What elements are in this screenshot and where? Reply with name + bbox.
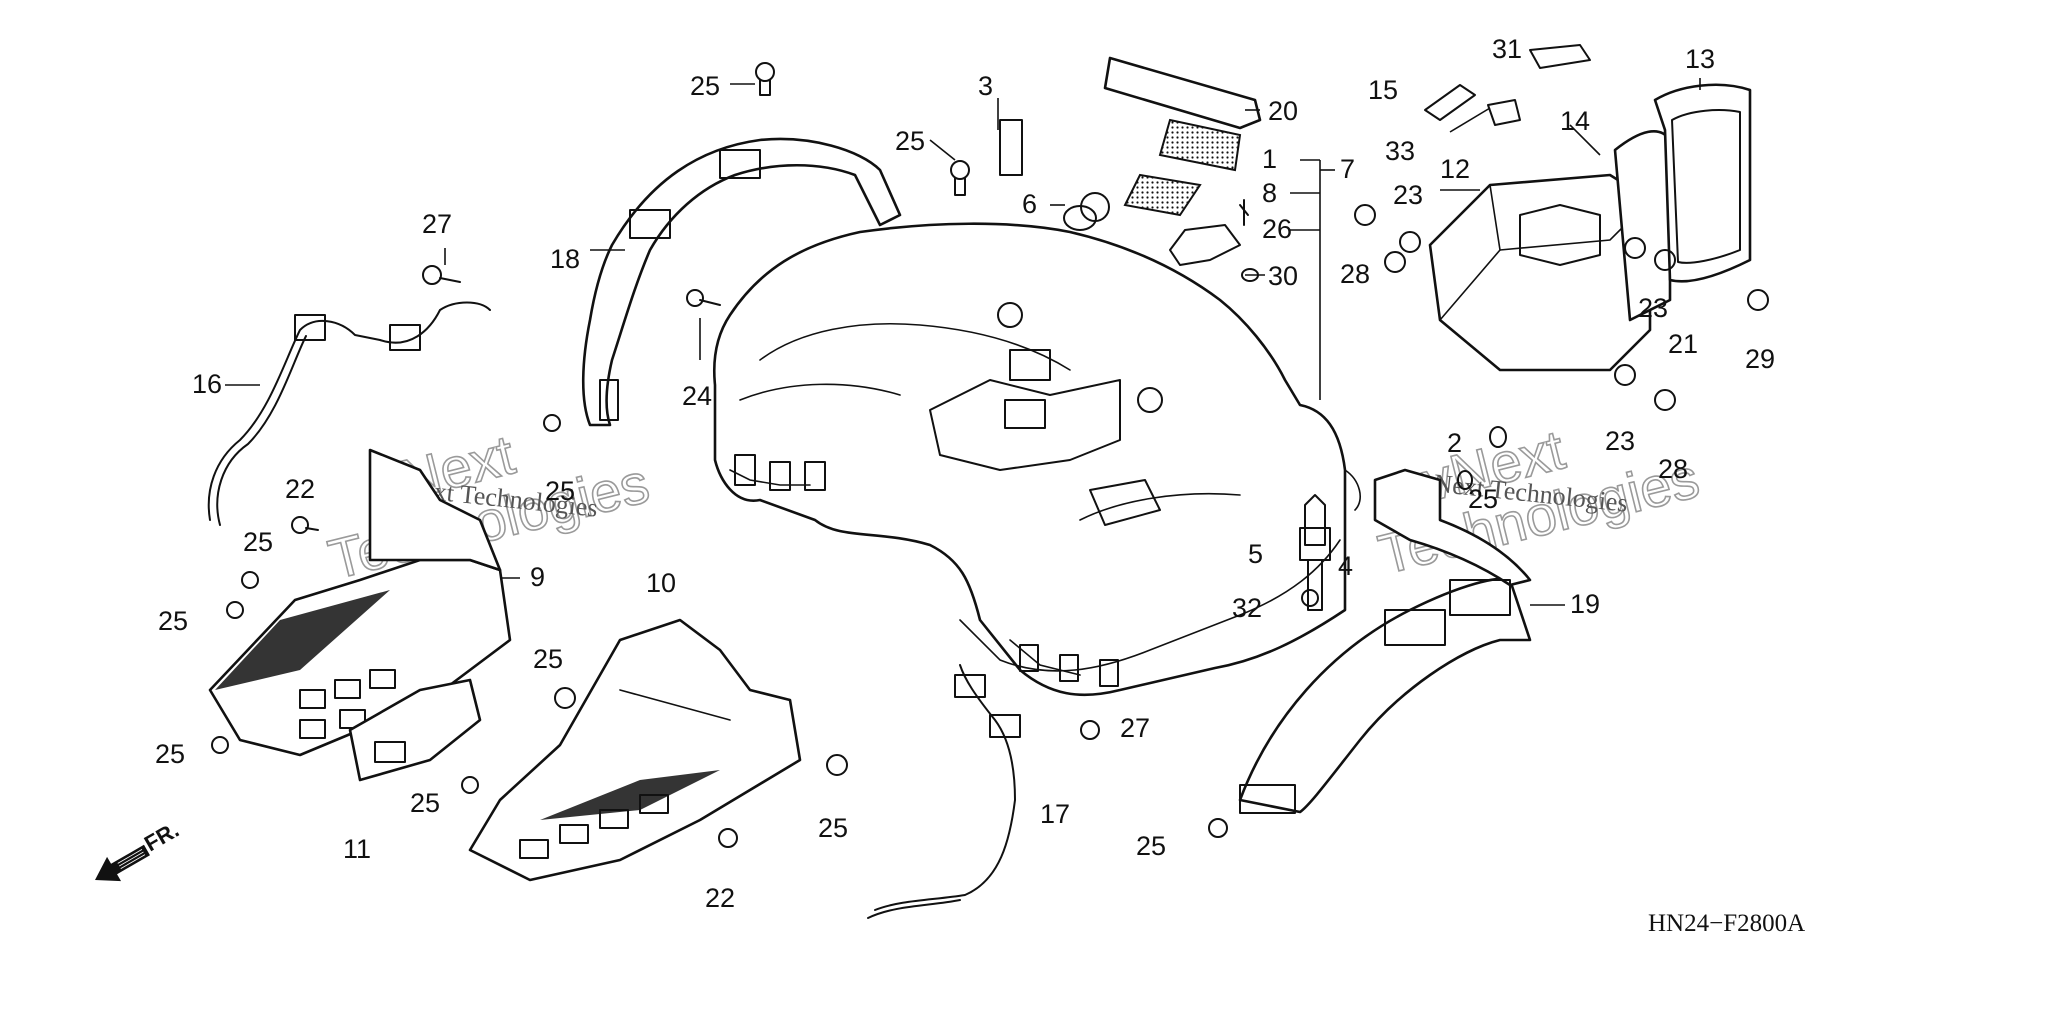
callout-32: 32 xyxy=(1232,593,1262,623)
callout-16: 16 xyxy=(192,369,222,399)
callout-31: 31 xyxy=(1492,34,1522,64)
callout-labels: 1 2 3 4 5 6 7 8 9 10 11 12 13 14 15 16 1… xyxy=(155,34,1775,913)
callout-28a: 28 xyxy=(1340,259,1370,289)
callout-8: 8 xyxy=(1262,178,1277,208)
fasteners xyxy=(211,44,1769,848)
callout-25c: 25 xyxy=(545,476,575,506)
callout-25i: 25 xyxy=(818,813,848,843)
callout-26: 26 xyxy=(1262,214,1292,244)
callout-25g: 25 xyxy=(533,644,563,674)
callout-10: 10 xyxy=(646,568,676,598)
callout-25j: 25 xyxy=(1136,831,1166,861)
callout-22b: 22 xyxy=(705,883,735,913)
callout-12: 12 xyxy=(1440,154,1470,184)
callout-23c: 23 xyxy=(1605,426,1635,456)
callout-4: 4 xyxy=(1338,551,1353,581)
callout-27b: 27 xyxy=(1120,713,1150,743)
callout-25d: 25 xyxy=(243,527,273,557)
callout-25a: 25 xyxy=(690,71,720,101)
callout-20: 20 xyxy=(1268,96,1298,126)
callout-11: 11 xyxy=(343,834,371,864)
callout-25f: 25 xyxy=(155,739,185,769)
callout-3: 3 xyxy=(978,71,993,101)
leader-lines xyxy=(225,78,1701,606)
callout-5: 5 xyxy=(1248,539,1263,569)
top-parts xyxy=(1103,56,1262,282)
callout-2: 2 xyxy=(1447,428,1462,458)
callout-33: 33 xyxy=(1385,136,1415,166)
callout-25k: 25 xyxy=(1468,484,1498,514)
callout-23b: 23 xyxy=(1638,293,1668,323)
rear-fender xyxy=(713,222,1361,697)
callout-23a: 23 xyxy=(1393,180,1423,210)
callout-7: 7 xyxy=(1340,154,1355,184)
callout-25e: 25 xyxy=(158,606,188,636)
callout-22a: 22 xyxy=(285,474,315,504)
callout-25h: 25 xyxy=(410,788,440,818)
callout-28b: 28 xyxy=(1658,454,1688,484)
right-fender-flap xyxy=(1238,468,1532,814)
callout-9: 9 xyxy=(530,562,545,592)
callout-17: 17 xyxy=(1040,799,1070,829)
left-fender-flap xyxy=(581,137,902,427)
diagram-code: HN24−F2800A xyxy=(1648,910,1805,937)
callout-24: 24 xyxy=(682,381,712,411)
callout-27a: 27 xyxy=(422,209,452,239)
callout-15: 15 xyxy=(1368,75,1398,105)
tool-box xyxy=(1428,83,1752,372)
callout-1: 1 xyxy=(1262,144,1277,174)
callout-14: 14 xyxy=(1560,106,1590,136)
rods xyxy=(207,301,1021,919)
center-step-plate xyxy=(468,618,802,882)
callout-18: 18 xyxy=(550,244,580,274)
callout-29: 29 xyxy=(1745,344,1775,374)
callout-13: 13 xyxy=(1685,44,1715,74)
left-step-plate xyxy=(208,448,512,782)
front-direction-arrow-icon xyxy=(95,844,150,882)
callout-19: 19 xyxy=(1570,589,1600,619)
callout-21: 21 xyxy=(1668,329,1698,359)
callout-30: 30 xyxy=(1268,261,1298,291)
callout-25b: 25 xyxy=(895,126,925,156)
callout-6: 6 xyxy=(1022,189,1037,219)
